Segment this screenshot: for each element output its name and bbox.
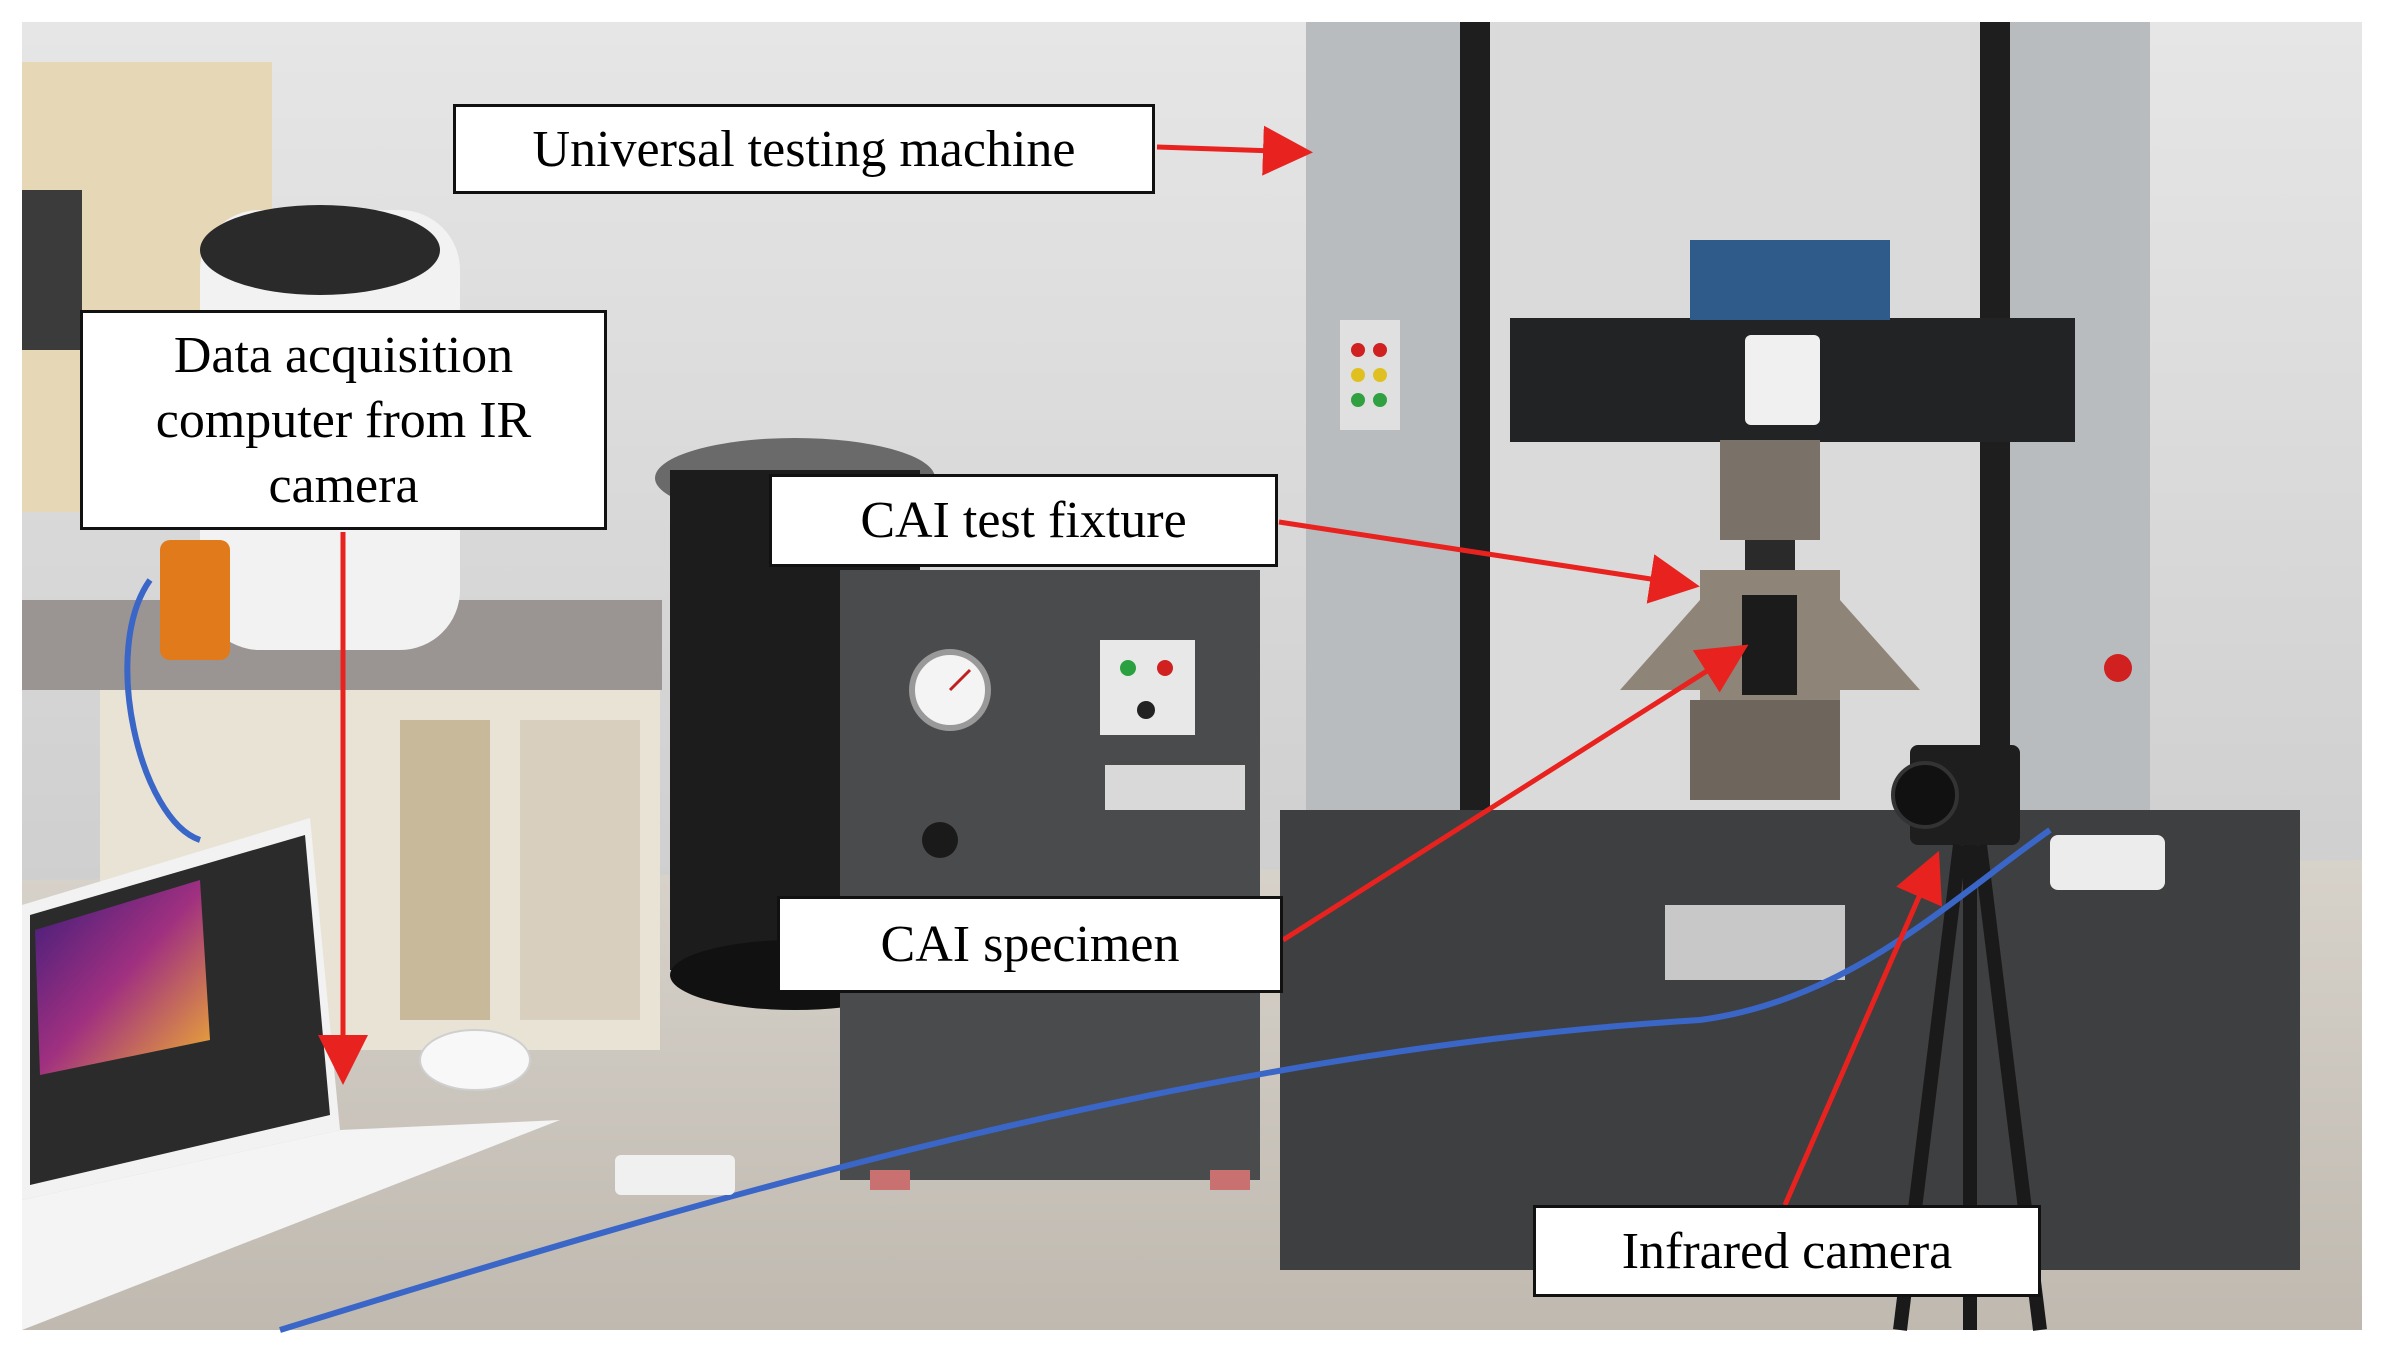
small-controller-box [2050,835,2165,890]
power-strip [615,1155,735,1195]
hydraulic-cabinet [840,570,1260,1190]
annotation-arrows [318,125,1942,1206]
label-universal-testing-machine: Universal testing machine [453,104,1155,194]
laptop-icon [22,818,560,1330]
label-cai-specimen: CAI specimen [777,896,1283,993]
blue-cable [124,578,2052,1333]
cai-specimen [1742,595,1797,695]
orange-bottle [160,540,230,660]
photo-area [22,22,2362,1333]
load-cell [1690,240,1890,320]
arrow-specimen [1281,644,1749,943]
arrow-utm [1156,125,1313,176]
control-pendant [1340,320,1400,430]
emergency-stop-button [2104,654,2132,682]
white-mouse [419,1029,531,1091]
arrow-fixture [1278,519,1700,604]
arrow-ircam [1782,850,1942,1206]
label-infrared-camera: Infrared camera [1533,1205,2041,1297]
pressure-gauge-icon [909,649,991,731]
universal-testing-machine [1280,22,2300,1270]
label-cai-test-fixture: CAI test fixture [769,474,1278,567]
label-data-acquisition-computer: Data acquisition computer from IR camera [80,310,607,530]
